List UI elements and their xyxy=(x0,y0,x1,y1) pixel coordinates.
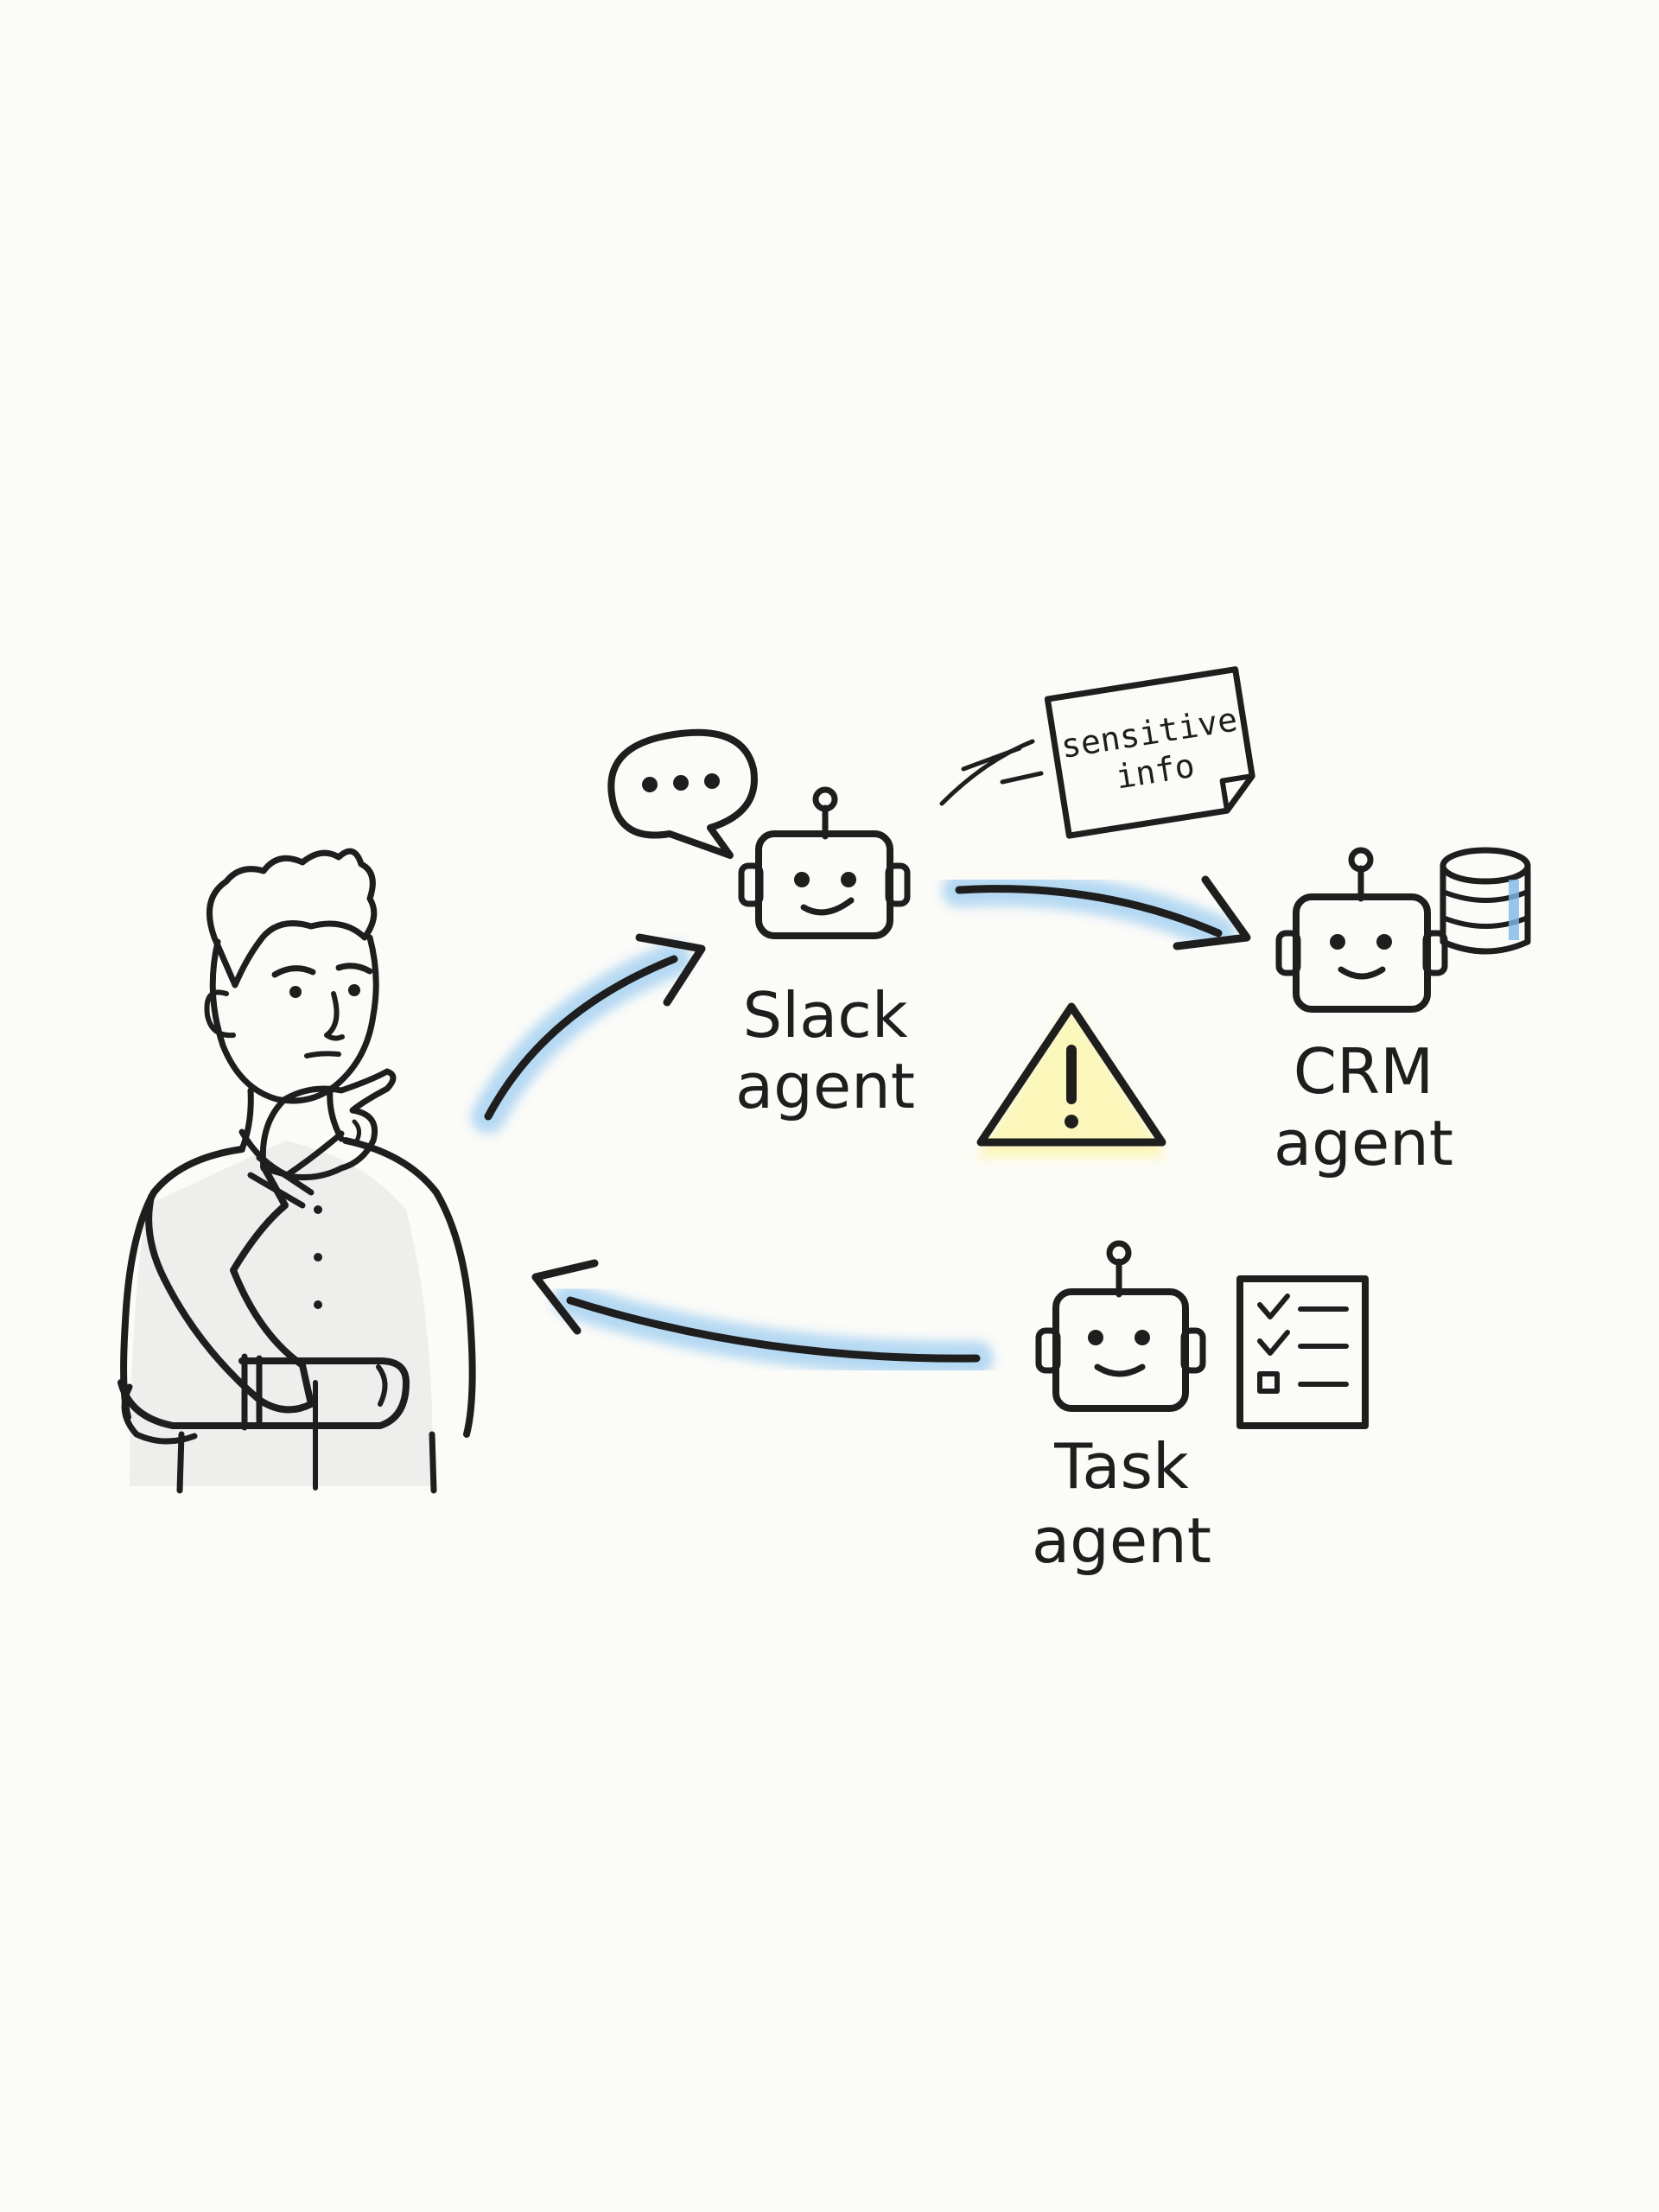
arrow-to-slack-agent xyxy=(471,933,706,1134)
sticky-note-icon: sensitive info xyxy=(939,666,1255,839)
crm-agent-label-line1: CRM xyxy=(1294,1035,1433,1108)
task-agent-robot-icon xyxy=(1035,1240,1206,1412)
warning-icon xyxy=(976,1002,1166,1158)
speech-bubble-icon xyxy=(607,728,758,859)
task-agent-label-line2: agent xyxy=(1032,1504,1211,1577)
crm-agent-label-line2: agent xyxy=(1274,1107,1453,1179)
slack-agent-label-line1: Slack xyxy=(742,979,907,1052)
arrow-to-crm-agent xyxy=(942,871,1251,950)
thinking-person-icon xyxy=(118,848,476,1494)
database-icon xyxy=(1440,847,1531,955)
slack-agent-robot-icon xyxy=(738,786,911,939)
checklist-icon xyxy=(1236,1275,1369,1429)
task-agent-label-line1: Task xyxy=(1053,1430,1189,1503)
arrow-to-person xyxy=(531,1259,994,1376)
crm-agent-robot-icon xyxy=(1275,847,1448,1013)
slack-agent-label-line2: agent xyxy=(735,1050,915,1122)
